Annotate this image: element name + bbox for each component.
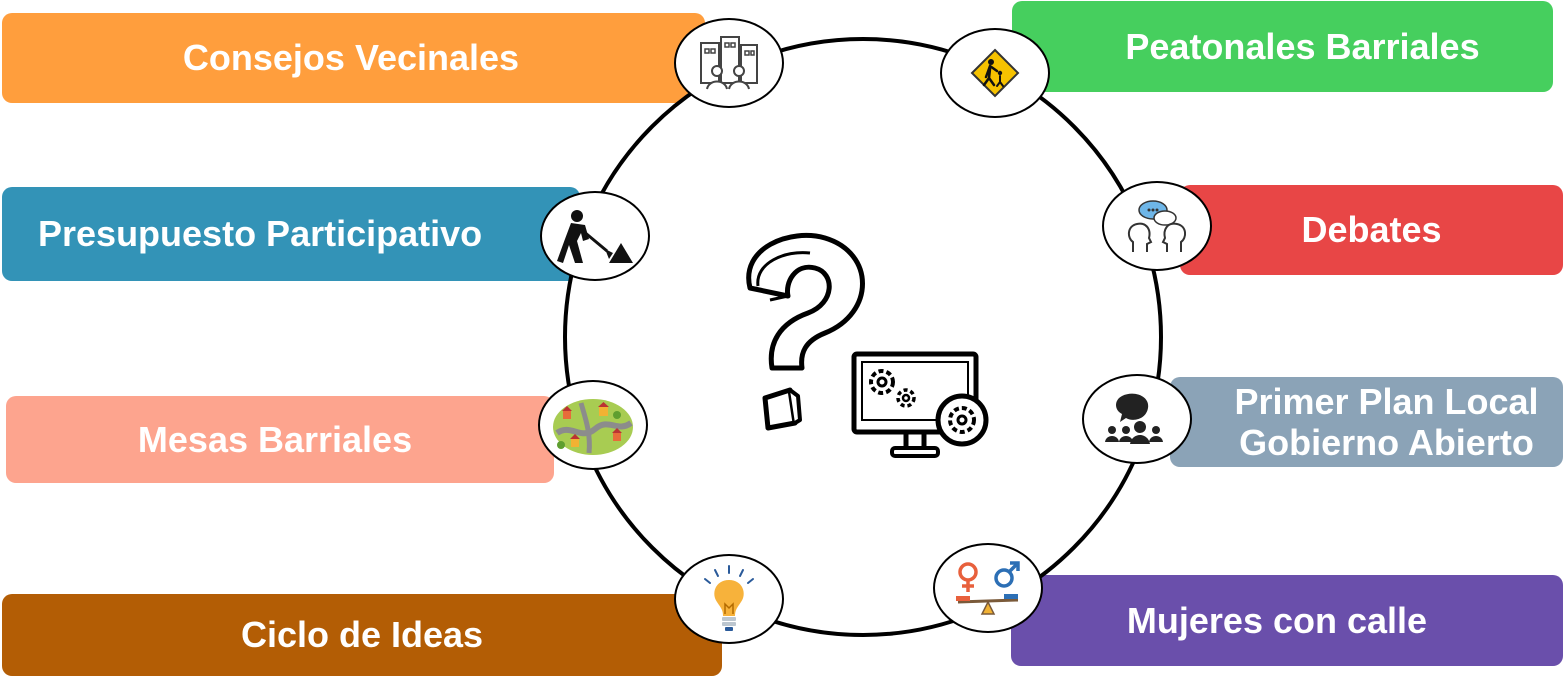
node-presupuesto xyxy=(540,191,650,281)
box-label: Presupuesto Participativo xyxy=(38,213,483,255)
worker-shovel-icon xyxy=(557,210,633,263)
box-mujeres-con-calle: Mujeres con calle xyxy=(1011,575,1563,666)
central-circle xyxy=(563,37,1163,637)
node-mujeres xyxy=(933,543,1043,633)
box-label: Ciclo de Ideas xyxy=(240,614,484,656)
community-group-icon xyxy=(1105,393,1163,444)
box-consejos-vecinales: Consejos Vecinales xyxy=(2,13,705,103)
node-consejos xyxy=(674,18,784,108)
pedestrian-sign-icon xyxy=(970,48,1020,98)
computer-gears-icon xyxy=(851,351,989,458)
box-debates: Debates xyxy=(1180,185,1563,275)
question-mark-icon xyxy=(746,232,865,431)
box-label: Debates xyxy=(1301,209,1442,251)
box-label-line2: Gobierno Abierto xyxy=(1239,422,1534,463)
box-primer-plan-local: Primer Plan Local Gobierno Abierto xyxy=(1170,377,1563,467)
node-primer-plan xyxy=(1082,374,1192,464)
node-mesas xyxy=(538,380,648,470)
box-label: Mesas Barriales xyxy=(137,418,413,460)
talking-heads-icon xyxy=(1127,200,1187,252)
buildings-people-icon xyxy=(700,36,758,90)
node-ciclo xyxy=(674,554,784,644)
gender-balance-icon xyxy=(956,561,1020,615)
box-label: Mujeres con calle xyxy=(1126,599,1428,641)
box-presupuesto-participativo: Presupuesto Participativo xyxy=(2,187,580,281)
box-ciclo-de-ideas: Ciclo de Ideas xyxy=(2,594,722,676)
node-debates xyxy=(1102,181,1212,271)
lightbulb-icon xyxy=(704,565,754,631)
box-label: Peatonales Barriales xyxy=(1125,25,1480,67)
box-label-line1: Primer Plan Local xyxy=(1234,380,1539,422)
box-label: Consejos Vecinales xyxy=(182,37,520,79)
neighborhood-map-icon xyxy=(553,399,633,455)
node-peatonales xyxy=(940,28,1050,118)
box-mesas-barriales: Mesas Barriales xyxy=(6,396,554,483)
box-peatonales-barriales: Peatonales Barriales xyxy=(1012,1,1553,92)
